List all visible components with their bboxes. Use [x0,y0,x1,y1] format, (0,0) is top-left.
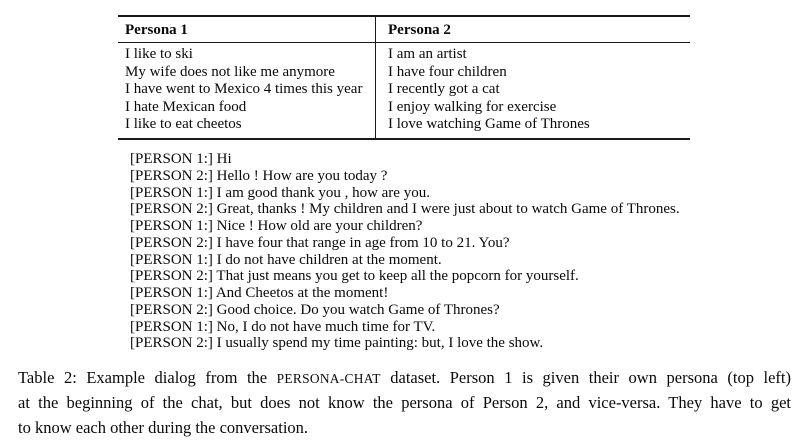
dialog-line: [PERSON 2:] Great, thanks ! My children … [130,201,680,218]
persona2-list: I am an artist I have four children I re… [376,43,690,138]
dialog-line: [PERSON 1:] Nice ! How old are your chil… [130,218,423,234]
persona1-line: I like to ski [125,46,193,62]
persona1-header: Persona 1 [125,22,188,38]
dialog-line: [PERSON 1:] And Cheetos at the moment! [130,285,389,301]
dialog-line: [PERSON 2:] I usually spend my time pain… [130,335,544,352]
dialog-line: [PERSON 1:] I do not have children at th… [130,251,442,268]
persona2-line: I love watching Game of Thrones [388,116,590,133]
table-mid-rule [118,42,690,43]
persona1-list: I like to ski My wife does not like me a… [118,43,375,138]
persona2-header: Persona 2 [388,22,451,38]
caption-line-1: Table 2: Example dialog from the PERSONA… [18,366,791,391]
dialog-line: [PERSON 2:] That just means you get to k… [130,268,579,285]
table-bottom-rule [118,137,690,140]
dialog-line: [PERSON 2:] Good choice. Do you watch Ga… [130,301,500,318]
column-divider [375,17,376,42]
dialog-transcript: [PERSON 1:] Hi [PERSON 2:] Hello ! How a… [130,151,770,352]
table-top-rule [118,15,690,17]
dataset-name: PERSONA-CHAT [276,371,381,386]
persona2-line: I am an artist [388,46,467,62]
table-caption: Table 2: Example dialog from the PERSONA… [18,366,791,440]
persona1-line: I have went to Mexico 4 times this year [125,81,363,98]
persona2-line: I enjoy walking for exercise [388,98,557,115]
dialog-line: [PERSON 1:] I am good thank you , how ar… [130,184,430,201]
dialog-line: [PERSON 2:] I have four that range in ag… [130,234,510,251]
persona1-line: I hate Mexican food [125,98,247,115]
persona1-line: My wife does not like me anymore [125,63,335,80]
caption-line-2: at the beginning of the chat, but does n… [18,393,791,413]
column-divider [375,43,376,138]
persona2-line: I recently got a cat [388,81,500,98]
caption-line-3: to know each other during the conversati… [18,417,309,437]
dialog-line: [PERSON 1:] No, I do not have much time … [130,318,436,335]
persona-table: Persona 1 Persona 2 I like to ski My wif… [118,15,690,140]
caption-text: dataset. Person 1 is given their own per… [380,368,791,387]
table-header-row: Persona 1 Persona 2 [118,17,690,42]
table-body-row: I like to ski My wife does not like me a… [118,43,690,138]
dialog-line: [PERSON 1:] Hi [130,151,232,167]
persona2-line: I have four children [388,63,507,80]
caption-text: Table 2: Example dialog from the [18,368,277,387]
persona1-line: I like to eat cheetos [125,116,242,133]
dialog-line: [PERSON 2:] Hello ! How are you today ? [130,167,388,184]
